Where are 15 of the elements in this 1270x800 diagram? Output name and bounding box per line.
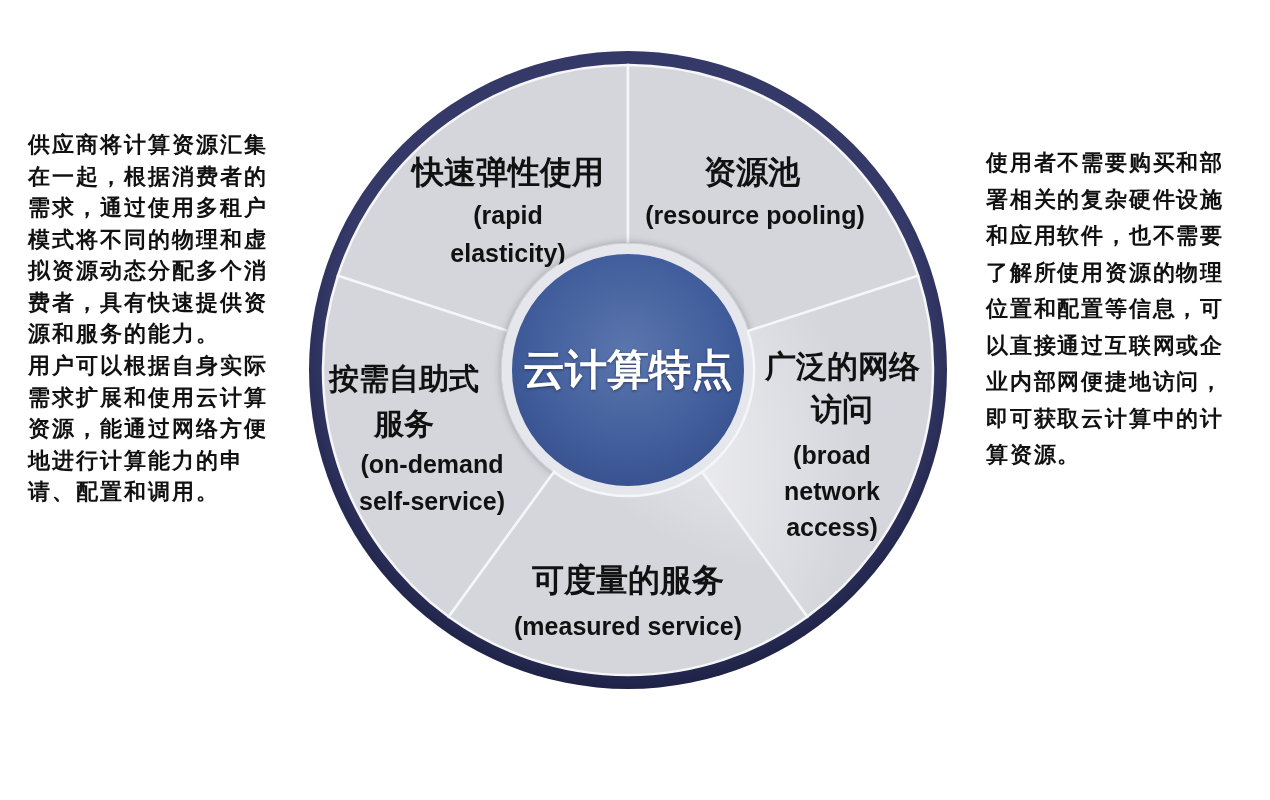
- segment-title: 可度量的服务: [531, 561, 725, 599]
- center-title: 云计算特点: [523, 345, 733, 395]
- segment-subtitle: (broad network access): [783, 440, 881, 543]
- segment-title: 快速弹性使用: [409, 153, 605, 191]
- segment-subtitle: (resource pooling): [644, 200, 866, 231]
- segment-title: 资源池: [703, 153, 801, 191]
- description-text: 使用者不需要购买和部署相关的复杂硬件设施和应用软件，也不需要了解所使用资源的物理位置和配置等信息，可以直接通过互联网或企业内部网便捷地访问，即可获取云计算中的计算资源。: [986, 149, 1225, 469]
- description-text: 供应商将计算资源汇集在一起，根据消费者的需求，通过使用多租户模式将不同的物理和虚拟资源动态分配多个消费者，具有快速提供资源和服务的能力。: [28, 131, 269, 348]
- segment-subtitle: (on-demand self-service): [358, 449, 506, 517]
- description-text: 用户可以根据自身实际需求扩展和使用云计算资源，能通过网络方便地进行计算能力的申请、配置和调用。: [28, 352, 269, 506]
- pie-segment: [628, 65, 919, 332]
- segment-subtitle: (measured service): [513, 611, 743, 642]
- segment-title: 按需自助式服务: [327, 360, 480, 443]
- segment-subtitle: (rapid elasticity): [449, 200, 567, 269]
- segment-title: 广泛的网络访问: [763, 347, 921, 429]
